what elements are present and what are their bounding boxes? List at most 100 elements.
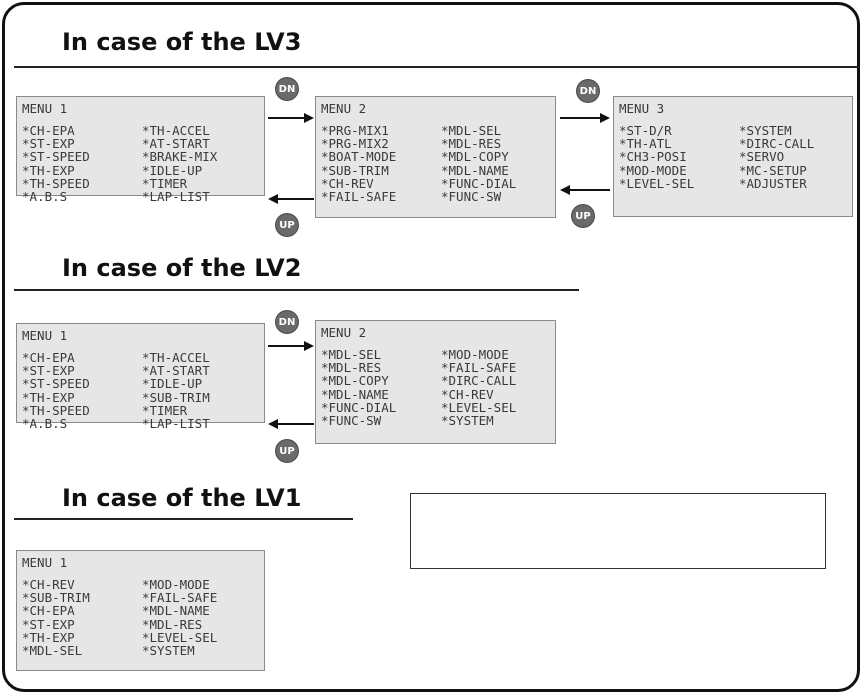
menu-item: *A.B.S [22,188,68,204]
menu-item: *TH-EXP [22,629,75,645]
menu-row: *TH-SPEED*TIMER [22,404,260,417]
menu-title: MENU 2 [321,325,367,340]
menu-item: *MDL-RES [441,136,502,152]
menu-item: *TH-EXP [22,162,75,178]
menu-item: *BOAT-MODE [321,149,397,165]
lv2-arrow-right [268,341,314,351]
menu-row: *MDL-COPY*DIRC-CALL [321,374,551,387]
menu-item: *FAIL-SAFE [321,188,397,204]
lv3-up-badge-2[interactable]: UP [572,205,594,227]
lv2-up-badge[interactable]: UP [276,440,298,462]
menu-item: *TH-ACCEL [142,350,210,365]
menu-item: *ADJUSTER [739,175,807,191]
menu-item: *IDLE-UP [142,376,203,392]
menu-item: *TH-ATL [619,136,672,152]
lv1-heading-rule [14,518,353,520]
page-frame [2,2,860,692]
menu-item: *LAP-LIST [142,188,210,204]
menu-row: *ST-D/R *SYSTEM [619,124,848,137]
menu-item: *ST-SPEED [22,149,90,165]
menu-item: *SUB-TRIM [142,389,210,405]
menu-item: *MC-SETUP [739,162,807,178]
menu-item: *ST-EXP [22,136,75,152]
menu-item: *BRAKE-MIX [142,149,218,165]
menu-item: *SYSTEM [739,123,792,138]
lv2-menu2-screen: MENU 2 *MDL-SEL *MOD-MODE*MDL-RES*FAIL-SAF… [315,320,556,444]
menu-item: *AT-START [142,363,210,379]
menu-item: *MDL-COPY [321,373,389,389]
menu-row: *PRG-MIX2*MDL-RES [321,137,551,150]
menu-row: *FUNC-SW*SYSTEM [321,414,551,427]
menu-item: *TH-ACCEL [142,123,210,138]
menu-row: *ST-EXP *MDL-RES [22,616,260,632]
menu-item: *ST-EXP [22,616,75,632]
lv3-dn-badge-1[interactable]: DN [276,78,298,100]
menu-row: *PRG-MIX1 *MDL-SEL [321,124,551,137]
menu-title: MENU 2 [321,101,367,116]
lv2-arrow-left [268,419,314,429]
menu-title: MENU 1 [22,101,68,116]
lv3-menu1-screen: MENU 1*CH-EPA*TH-ACCEL*ST-EXP*AT-START*S… [16,96,265,203]
menu-item: *TH-SPEED [22,175,90,191]
menu-row: *CH-REV*FUNC-DIAL [321,177,551,190]
menu-item: *MDL-NAME [321,386,389,402]
menu-item: *SUB-TRIM [321,162,389,178]
menu-item: *AT-START [142,136,210,152]
menu-item: *FUNC-DIAL [441,175,517,191]
menu-row: *TH-EXP*LEVEL-SEL [22,631,260,644]
lv3-menu3-screen: MENU 3*ST-D/R*SYSTEM*TH-ATL*DIRC-CALL*CH… [613,96,853,217]
blank-note-box [410,493,826,569]
menu-row: *A.B.S *LAP-LIST [22,190,260,203]
menu-row: *CH-EPA*MDL-NAME [22,604,260,617]
menu-item: *MDL-COPY [441,149,509,165]
lv2-menu1-screen: MENU 1*CH-EPA*TH-ACCEL*ST-EXP*AT-START*S… [16,323,265,430]
menu-row: *CH-REV*MOD-MODE [22,578,260,591]
menu-item: *MDL-NAME [441,162,509,178]
menu-row: *ST-SPEED *IDLE-UP [22,377,260,390]
lv3-heading: In case of the LV3 [62,28,302,56]
menu-row: *BOAT-MODE *MDL-COPY [321,150,551,163]
menu-item: *MDL-SEL [321,347,382,362]
menu-item: *MOD-MODE [619,162,687,178]
lv3-arrow-left-2 [560,185,610,195]
menu-item: *ST-EXP [22,363,75,379]
lv2-heading-rule [14,289,579,291]
menu-row: *MDL-RES*FAIL-SAFE [321,361,551,374]
menu-item: *SYSTEM [142,642,195,658]
menu-item: *MDL-RES [142,616,203,632]
menu-row: *LEVEL-SEL *ADJUSTER [619,177,848,190]
menu-row: *TH-EXP*IDLE-UP [22,162,260,178]
menu-item: *LAP-LIST [142,415,210,431]
menu-item: *ST-D/R [619,123,672,138]
menu-item: *ST-SPEED [22,376,90,392]
lv2-dn-badge[interactable]: DN [276,311,298,333]
menu-row: *TH-EXP*SUB-TRIM [22,389,260,405]
menu-item: *CH-EPA [22,350,75,365]
menu-item: *PRG-MIX1 [321,123,389,138]
lv3-arrow-right-1 [268,113,314,123]
menu-item: *MOD-MODE [441,347,509,362]
lv1-heading: In case of the LV1 [62,484,302,512]
lv3-dn-badge-2[interactable]: DN [577,80,599,102]
menu-title: MENU 3 [619,101,665,116]
menu-title: MENU 1 [22,328,68,343]
menu-item: *LEVEL-SEL [619,175,695,191]
menu-row: *ST-EXP *AT-START [22,364,260,377]
lv3-arrow-right-2 [560,113,610,123]
menu-item: *MDL-RES [321,360,382,376]
menu-row: *MDL-SEL*SYSTEM [22,644,260,657]
menu-item: *FUNC-SW [321,412,382,428]
menu-row: *SUB-TRIM *MDL-NAME [321,162,551,178]
menu-item: *DIRC-CALL [739,136,815,152]
lv3-up-badge-1[interactable]: UP [276,214,298,236]
menu-item: *TIMER [142,175,188,191]
menu-row: *CH-EPA *TH-ACCEL [22,351,260,364]
menu-item: *FUNC-DIAL [321,399,397,415]
menu-item: *CH-REV [441,386,494,402]
menu-row: *ST-SPEED *BRAKE-MIX [22,150,260,163]
menu-item: *TIMER [142,402,188,418]
menu-item: *SUB-TRIM [22,590,90,606]
menu-title: MENU 1 [22,555,68,570]
lv1-menu1-screen: MENU 1*CH-REV*MOD-MODE*SUB-TRIM*FAIL-SAF… [16,550,265,671]
menu-item: *MDL-SEL [441,123,502,138]
